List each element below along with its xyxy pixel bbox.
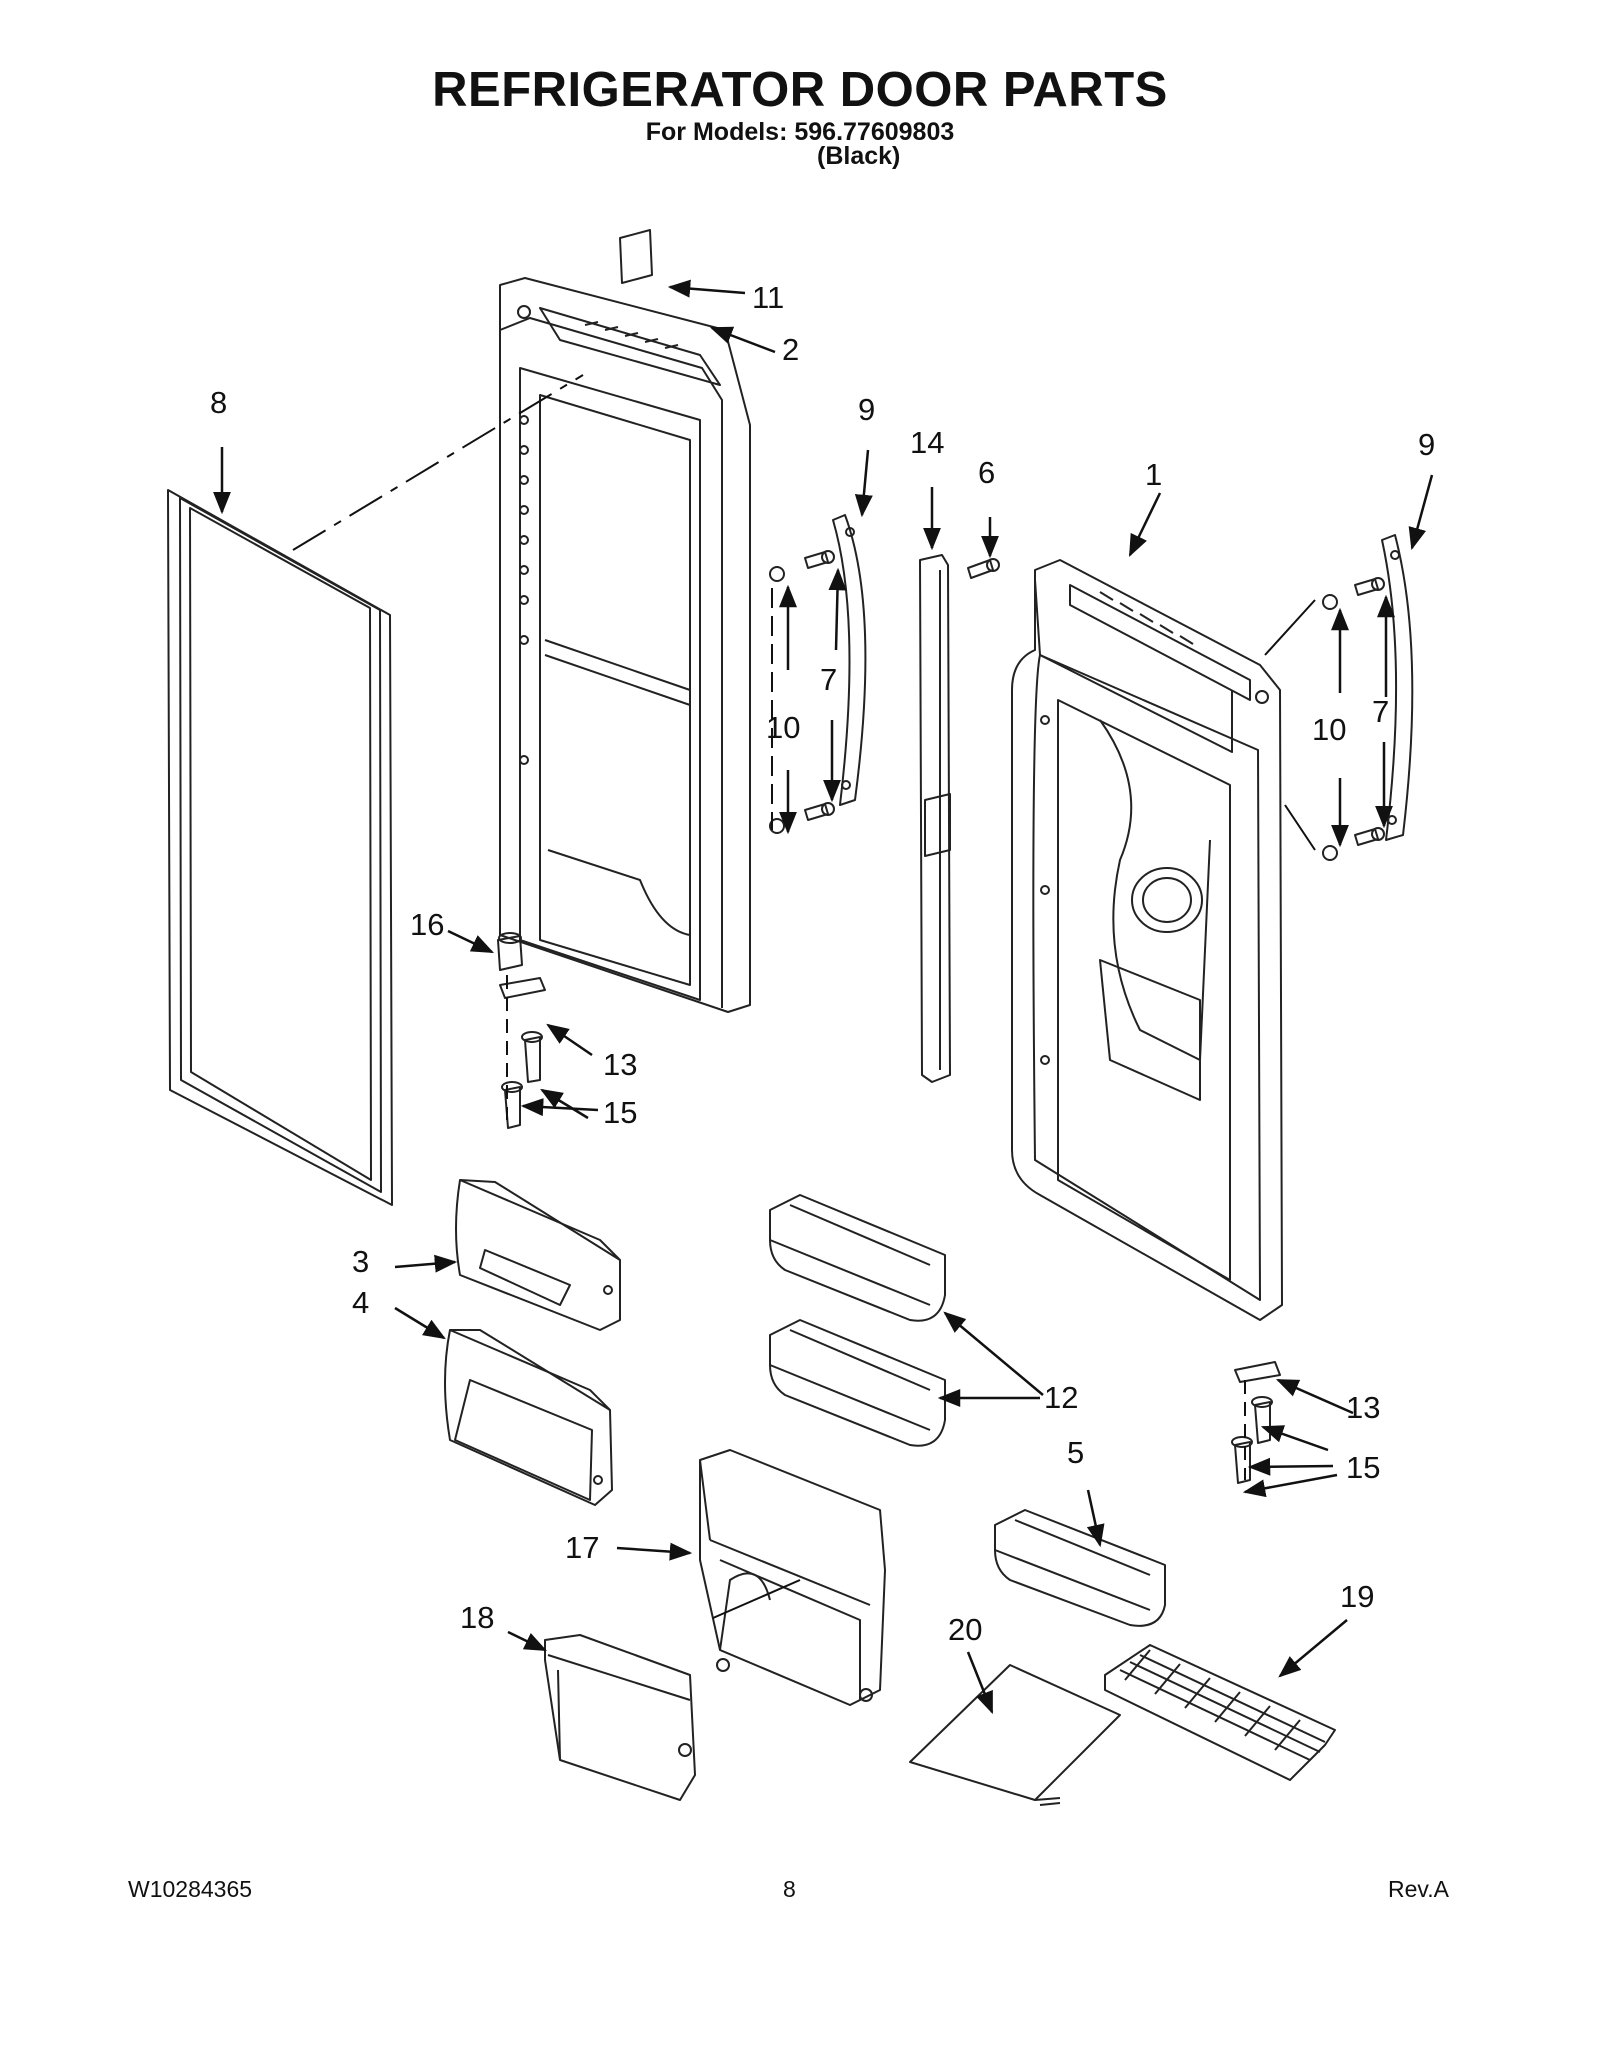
callout-labels: 11 2 8 9 14 6 1 9 10 7 10 7 16 13 15 3 4… [210,280,1435,1647]
cover-plate [909,1664,1121,1801]
left-handle-screws [769,550,835,834]
ice-bucket [699,1449,886,1706]
callout-10-left: 10 [766,710,800,745]
callout-11: 11 [752,280,784,315]
left-door [499,277,751,1013]
label-sticker [619,229,653,284]
document-number: W10284365 [128,1876,253,1902]
right-door [1011,559,1283,1321]
callout-9-right: 9 [1418,427,1435,462]
right-hinge-hardware [1231,1361,1281,1484]
ice-bin-front [544,1634,696,1801]
color-line: (Black) [817,142,901,170]
callout-15-right: 15 [1346,1450,1380,1485]
callout-4: 4 [352,1285,369,1320]
callout-7-right: 7 [1372,694,1389,729]
callout-10-right: 10 [1312,712,1346,747]
door-bin-upper [769,1194,946,1322]
callout-7-left: 7 [820,662,837,697]
callout-14: 14 [910,425,944,460]
page-number: 8 [783,1876,796,1902]
callout-1: 1 [1145,457,1162,492]
left-handle [832,514,867,806]
callout-2: 2 [782,332,799,367]
callout-13-right: 13 [1346,1390,1380,1425]
callout-16: 16 [410,907,444,942]
drip-tray-grille [1104,1644,1336,1781]
callout-5: 5 [1067,1435,1084,1470]
door-bin-lower [769,1319,946,1447]
door-bin-small [994,1509,1166,1627]
dispenser-cover [455,1179,621,1331]
model-line: For Models: 596.77609803 [645,118,955,146]
door-gasket [167,489,393,1206]
callout-3: 3 [352,1244,369,1279]
door-mullion [919,554,951,1083]
callout-8: 8 [210,385,227,420]
callout-12: 12 [1044,1380,1078,1415]
page-title: REFRIGERATOR DOOR PARTS [432,63,1168,117]
callout-15-left: 15 [603,1095,637,1130]
callout-20: 20 [948,1612,982,1647]
revision-label: Rev.A [1388,1876,1449,1902]
callout-6: 6 [978,455,995,490]
callout-18: 18 [460,1600,494,1635]
callout-17: 17 [565,1530,599,1565]
callout-9-left: 9 [858,392,875,427]
dispenser-housing [444,1329,613,1506]
callout-13-left: 13 [603,1047,637,1082]
left-hinge-hardware [497,932,546,1129]
callout-19: 19 [1340,1579,1374,1614]
